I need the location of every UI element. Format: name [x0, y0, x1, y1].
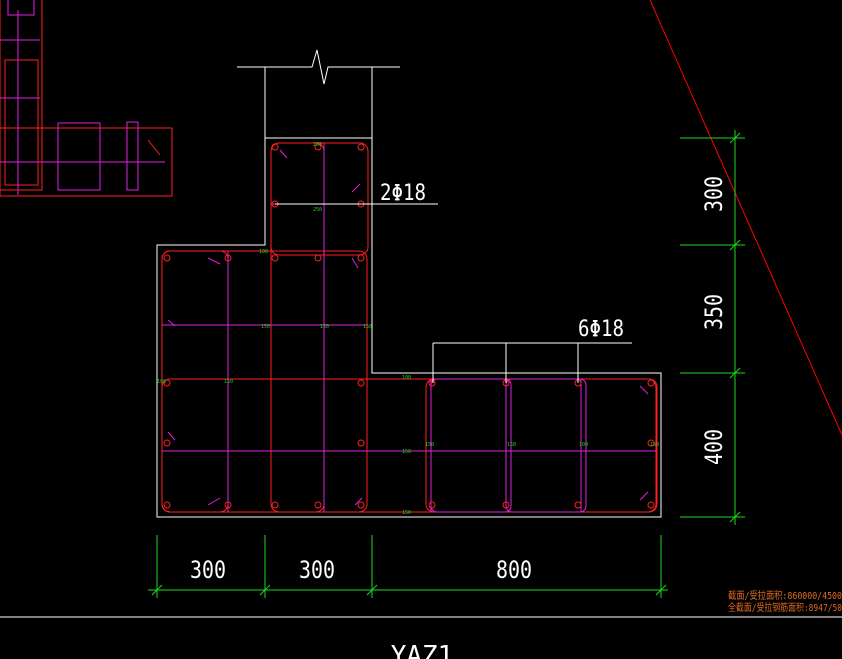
tiny-label: 100 — [259, 249, 268, 255]
drawing-title: YAZ1 — [391, 641, 454, 659]
tiny-label: 150 — [363, 324, 372, 330]
dimension-bottom-3: 800 — [496, 556, 532, 584]
tie-spacing-labels: 250 250 100 150 150 150 100 150 100 150 … — [157, 142, 659, 516]
dimension-bottom-1: 300 — [190, 556, 226, 584]
tiny-label: 150 — [224, 379, 233, 385]
column-outline — [156, 137, 662, 518]
tiny-label: 150 — [320, 324, 329, 330]
dimension-bottom-2: 300 — [299, 556, 335, 584]
rebar-leader-lower — [432, 342, 632, 383]
diagonal-grid-line — [649, 0, 842, 436]
rebar-hooks — [167, 149, 649, 506]
dimension-right-1: 300 — [700, 176, 728, 212]
tiny-label: 250 — [313, 207, 322, 213]
adjacent-column-section — [0, 0, 173, 197]
tiny-label: 100 — [157, 379, 166, 385]
tiny-label: 100 — [579, 442, 588, 448]
rebar-bars — [163, 143, 655, 509]
section-note-2: 全截面/受拉钢筋面积:8947/50 — [728, 601, 842, 614]
tiny-label: 150 — [425, 442, 434, 448]
section-note-1: 截面/受拉面积:860000/4500 — [728, 589, 842, 602]
tiny-label: 150 — [261, 324, 270, 330]
rebar-label-upper: 2Φ18 — [380, 181, 426, 206]
dimension-right-2: 350 — [700, 294, 728, 330]
bottom-dimension-lines — [148, 535, 668, 598]
rebar-label-lower: 6Φ18 — [578, 317, 624, 342]
tiny-label: 150 — [402, 449, 411, 455]
tiny-label: 150 — [402, 510, 411, 516]
tiny-label: 150 — [507, 442, 516, 448]
right-dimension-lines — [680, 130, 745, 525]
dimension-right-3: 400 — [700, 429, 728, 465]
tiny-label: 250 — [313, 142, 322, 148]
tiny-label: 100 — [402, 375, 411, 381]
tiny-label: 150 — [650, 442, 659, 448]
break-line-symbol — [237, 49, 400, 139]
